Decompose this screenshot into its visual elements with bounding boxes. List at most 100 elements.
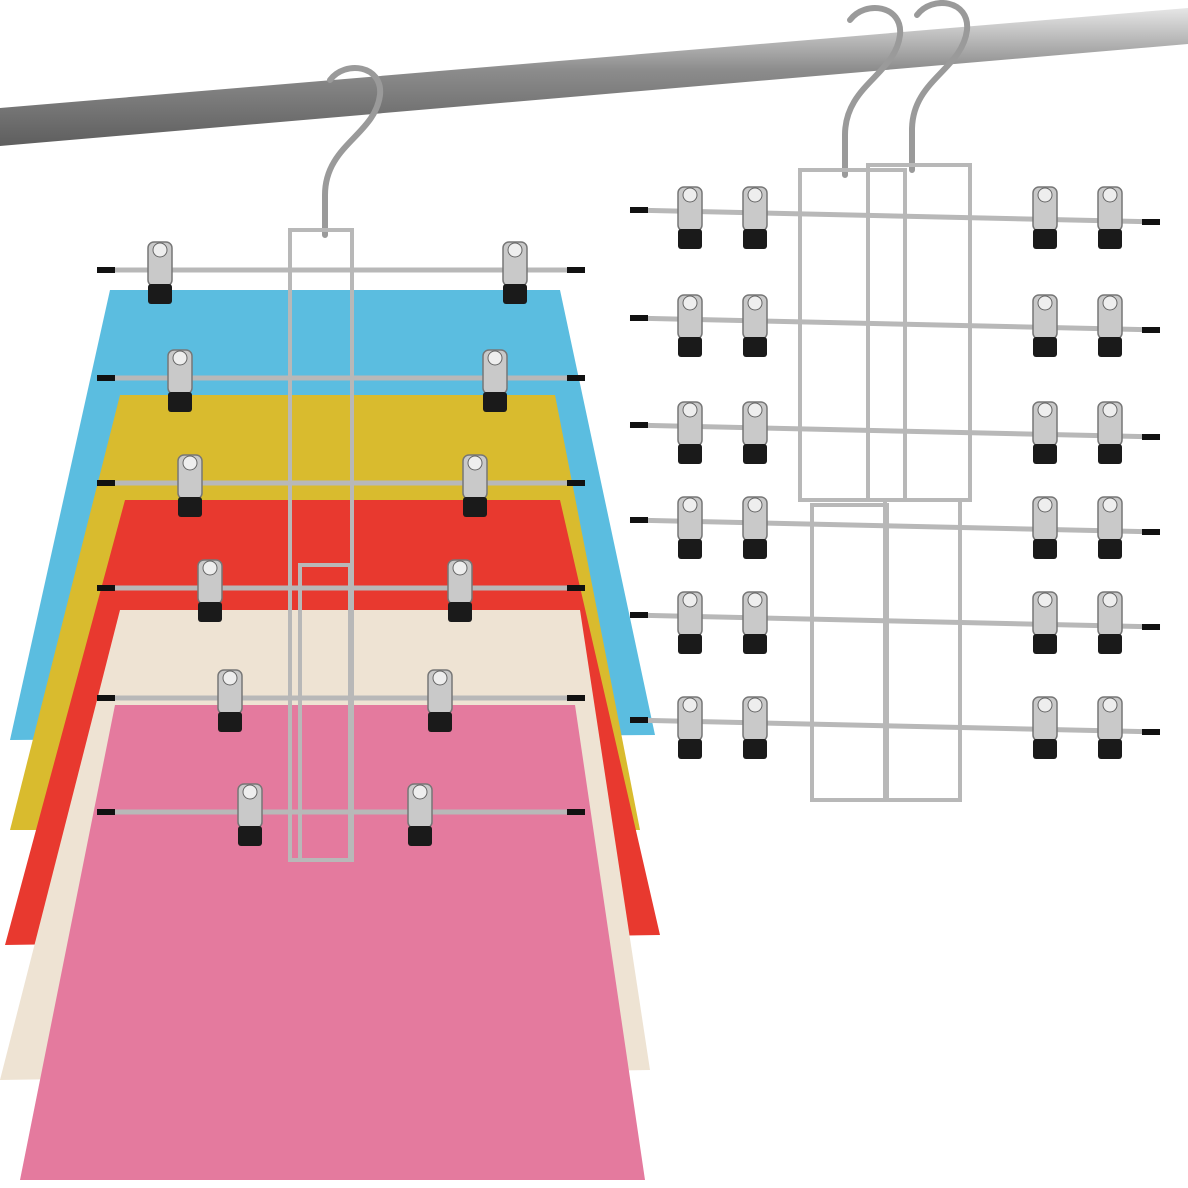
- tier: [629, 496, 1161, 559]
- clip-rivet: [507, 242, 523, 258]
- clip: [677, 591, 703, 654]
- clip: [1032, 591, 1058, 654]
- clip-pad: [408, 826, 432, 846]
- clip-rivet: [682, 295, 698, 311]
- clip: [742, 186, 768, 249]
- clip-pad: [483, 392, 507, 412]
- clip-pad: [168, 392, 192, 412]
- clip: [217, 669, 243, 732]
- skirt-pink: [20, 705, 645, 1180]
- tier: [97, 241, 585, 304]
- clip: [742, 591, 768, 654]
- clip: [742, 696, 768, 759]
- clip-pad: [1098, 539, 1122, 559]
- clip-pad: [1098, 444, 1122, 464]
- clip-pad: [198, 602, 222, 622]
- clip-pad: [678, 337, 702, 357]
- clip-rivet: [487, 350, 503, 366]
- clip: [742, 401, 768, 464]
- clip: [1097, 696, 1123, 759]
- hook: [909, 0, 971, 173]
- hanger-frame-inner: [298, 563, 352, 862]
- tier: [97, 559, 585, 622]
- clip-pad: [1098, 337, 1122, 357]
- clip: [677, 294, 703, 357]
- clip-pad: [1033, 539, 1057, 559]
- clip-rivet: [1037, 697, 1053, 713]
- clip: [502, 241, 528, 304]
- clip-pad: [678, 444, 702, 464]
- clip: [237, 783, 263, 846]
- clip-rivet: [747, 497, 763, 513]
- left-hanger: [97, 65, 585, 862]
- clip: [1097, 401, 1123, 464]
- clip-rivet: [467, 455, 483, 471]
- hanger-frame-inner: [883, 498, 962, 802]
- clip-rivet: [1102, 187, 1118, 203]
- clip-pad: [503, 284, 527, 304]
- clip: [482, 349, 508, 412]
- tier: [629, 591, 1161, 654]
- clip-pad: [178, 497, 202, 517]
- clip-pad: [1098, 739, 1122, 759]
- clip-pad: [1033, 444, 1057, 464]
- clip-pad: [463, 497, 487, 517]
- tier-bar: [629, 717, 1161, 735]
- clip-pad: [1033, 229, 1057, 249]
- clip: [427, 669, 453, 732]
- clip-pad: [743, 444, 767, 464]
- clip: [677, 696, 703, 759]
- clip: [407, 783, 433, 846]
- clip: [742, 496, 768, 559]
- clip: [197, 559, 223, 622]
- hook: [322, 65, 384, 238]
- clip-rivet: [747, 697, 763, 713]
- clip: [1097, 496, 1123, 559]
- clip-pad: [1098, 634, 1122, 654]
- clip: [462, 454, 488, 517]
- clip: [1097, 591, 1123, 654]
- clip-rivet: [182, 455, 198, 471]
- clip-pad: [238, 826, 262, 846]
- tier: [629, 401, 1161, 464]
- clip: [167, 349, 193, 412]
- clip-rivet: [1102, 592, 1118, 608]
- clip-pad: [743, 337, 767, 357]
- hook: [842, 5, 904, 178]
- clip-rivet: [1037, 592, 1053, 608]
- clip: [677, 186, 703, 249]
- clip-rivet: [747, 402, 763, 418]
- clip-rivet: [682, 187, 698, 203]
- clip: [177, 454, 203, 517]
- clip-rivet: [1037, 187, 1053, 203]
- clip-pad: [678, 539, 702, 559]
- clip: [1097, 186, 1123, 249]
- clip-rivet: [747, 187, 763, 203]
- tier: [629, 696, 1161, 759]
- tier-bar: [629, 315, 1161, 333]
- tier: [629, 186, 1161, 249]
- clip-pad: [743, 739, 767, 759]
- clip-rivet: [682, 497, 698, 513]
- clip: [677, 401, 703, 464]
- clip: [1032, 186, 1058, 249]
- clip-rivet: [682, 697, 698, 713]
- clip: [1032, 696, 1058, 759]
- clip-rivet: [682, 402, 698, 418]
- clip-rivet: [432, 670, 448, 686]
- clip-rivet: [1037, 497, 1053, 513]
- clip-rivet: [202, 560, 218, 576]
- clip-pad: [678, 739, 702, 759]
- clip-rivet: [1102, 402, 1118, 418]
- clip-rivet: [747, 295, 763, 311]
- tier: [97, 349, 585, 412]
- clip-pad: [1098, 229, 1122, 249]
- clip-rivet: [1037, 295, 1053, 311]
- clip: [1032, 401, 1058, 464]
- clip-rivet: [172, 350, 188, 366]
- clip: [1032, 294, 1058, 357]
- clip-pad: [218, 712, 242, 732]
- clip-rivet: [1102, 295, 1118, 311]
- clip-pad: [428, 712, 452, 732]
